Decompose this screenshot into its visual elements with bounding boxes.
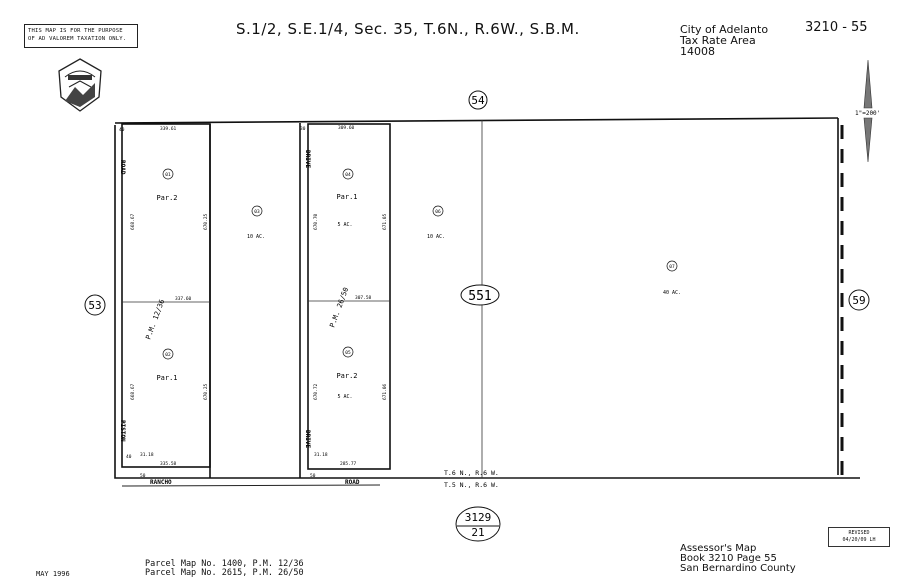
adjacent-south-book: 3129 — [465, 511, 492, 524]
adjacent-west: 53 — [88, 299, 101, 312]
page-title: S.1/2, S.E.1/4, Sec. 35, T.6N., R.6W., S… — [236, 20, 580, 38]
revision-box: REVISED 04/20/09 LH — [828, 527, 890, 547]
dim-mid-v3: 670.72 — [313, 383, 319, 400]
parcel-06-number: 06 — [435, 209, 441, 215]
dim-mid-v4: 671.06 — [382, 383, 388, 400]
county-name: San Bernardino County — [680, 563, 796, 574]
parcel-map-ref-1: Parcel Map No. 1400, P.M. 12/36 — [145, 559, 304, 569]
road-name-drive-2: DRIVE — [304, 430, 311, 448]
block-number: 551 — [468, 289, 491, 304]
adjacent-north: 54 — [471, 94, 485, 107]
parcel-03-number: 03 — [254, 209, 260, 215]
dim-corner-40b: 40 — [126, 454, 132, 460]
parcel-map-ref-2: Parcel Map No. 2615, P.M. 26/50 — [145, 568, 304, 578]
tax-rate-area: City of Adelanto Tax Rate Area 14008 — [680, 24, 768, 57]
disclaimer-line-2: OF AD VALOREM TAXATION ONLY. — [28, 36, 127, 42]
parcel-04-acres: 5 AC. — [337, 222, 352, 228]
parcel-03-acres: 10 AC. — [247, 234, 265, 240]
parcel-04-number: 04 — [345, 172, 351, 178]
dim-arc-mid: 31.18 — [314, 452, 328, 458]
pm-ref-mid: P.M. 26/50 — [328, 286, 350, 328]
dim-top-left: 339.61 — [160, 126, 177, 132]
dim-bot-left: 335.58 — [160, 461, 177, 467]
dim-bot-mid: 285.77 — [340, 461, 357, 467]
dim-mid-v1: 670.70 — [313, 213, 319, 230]
dim-corner-50: 50 — [140, 473, 146, 479]
assessor-label: Assessor's Map — [680, 543, 757, 554]
township-north: T.6 N., R.6 W. — [444, 469, 499, 477]
dim-corner-50b: 50 — [310, 473, 316, 479]
dim-left-v1: 668.67 — [130, 213, 136, 230]
dim-mid-v2: 671.05 — [382, 213, 388, 230]
dim-left-v2: 670.25 — [203, 213, 209, 230]
road-name-drive: DRIVE — [304, 150, 311, 168]
road-name-road-2: ROAD — [345, 479, 360, 486]
dim-corner-40: 40 — [119, 127, 125, 133]
scale-label: 1"=200' — [855, 110, 880, 117]
road-name-piston: PISTON — [119, 420, 126, 442]
parcel-05-acres: 5 AC. — [337, 394, 352, 400]
dim-mid-left: 337.60 — [175, 296, 192, 302]
revised-label: REVISED — [848, 530, 870, 536]
parcel-01-number: 01 — [165, 172, 171, 178]
city-name: City of Adelanto — [680, 23, 769, 36]
adjacent-east: 59 — [852, 294, 865, 307]
parcel-map-refs: Parcel Map No. 1400, P.M. 12/36 Parcel M… — [145, 560, 304, 578]
tax-rate-label: Tax Rate Area — [680, 34, 756, 47]
pm-ref-left: P.M. 12/36 — [144, 298, 166, 340]
dim-corner-30: 30 — [300, 126, 306, 132]
road-name-road: ROAD — [119, 160, 126, 175]
revised-date: 04/20/09 LH — [842, 537, 876, 543]
county-seal-icon — [58, 58, 102, 112]
parcel-07-acres: 40 AC. — [663, 290, 681, 296]
disclaimer-line-1: THIS MAP IS FOR THE PURPOSE — [28, 28, 123, 34]
adjacent-south-page: 21 — [471, 526, 484, 539]
parcel-05-label: Par.2 — [336, 372, 357, 380]
assessor-map-info: Assessor's Map Book 3210 Page 55 San Ber… — [680, 544, 796, 574]
disclaimer-box: THIS MAP IS FOR THE PURPOSE OF AD VALORE… — [24, 24, 138, 48]
parcel-04-label: Par.1 — [336, 193, 357, 201]
parcel-01-label: Par.2 — [156, 194, 177, 202]
parcel-02-label: Par.1 — [156, 374, 177, 382]
tax-rate-number: 14008 — [680, 45, 715, 58]
book-page: Book 3210 Page 55 — [680, 553, 777, 564]
parcel-06-acres: 10 AC. — [427, 234, 445, 240]
parcel-07-number: 07 — [669, 264, 675, 270]
road-name-rancho: RANCHO — [150, 479, 172, 486]
dim-arc-left: 31.18 — [140, 452, 154, 458]
dim-mid-mid: 307.58 — [355, 295, 372, 301]
township-south: T.5 N., R.6 W. — [444, 481, 499, 489]
dim-left-v4: 670.25 — [203, 383, 209, 400]
dim-left-v3: 668.67 — [130, 383, 136, 400]
map-number: 3210 - 55 — [805, 20, 868, 35]
parcel-02-number: 02 — [165, 352, 171, 358]
parcel-05-number: 05 — [345, 350, 351, 356]
map-date: MAY 1996 — [36, 570, 70, 578]
dim-top-mid: 309.60 — [338, 125, 355, 131]
north-arrow-icon: 1"=200' — [855, 59, 880, 163]
